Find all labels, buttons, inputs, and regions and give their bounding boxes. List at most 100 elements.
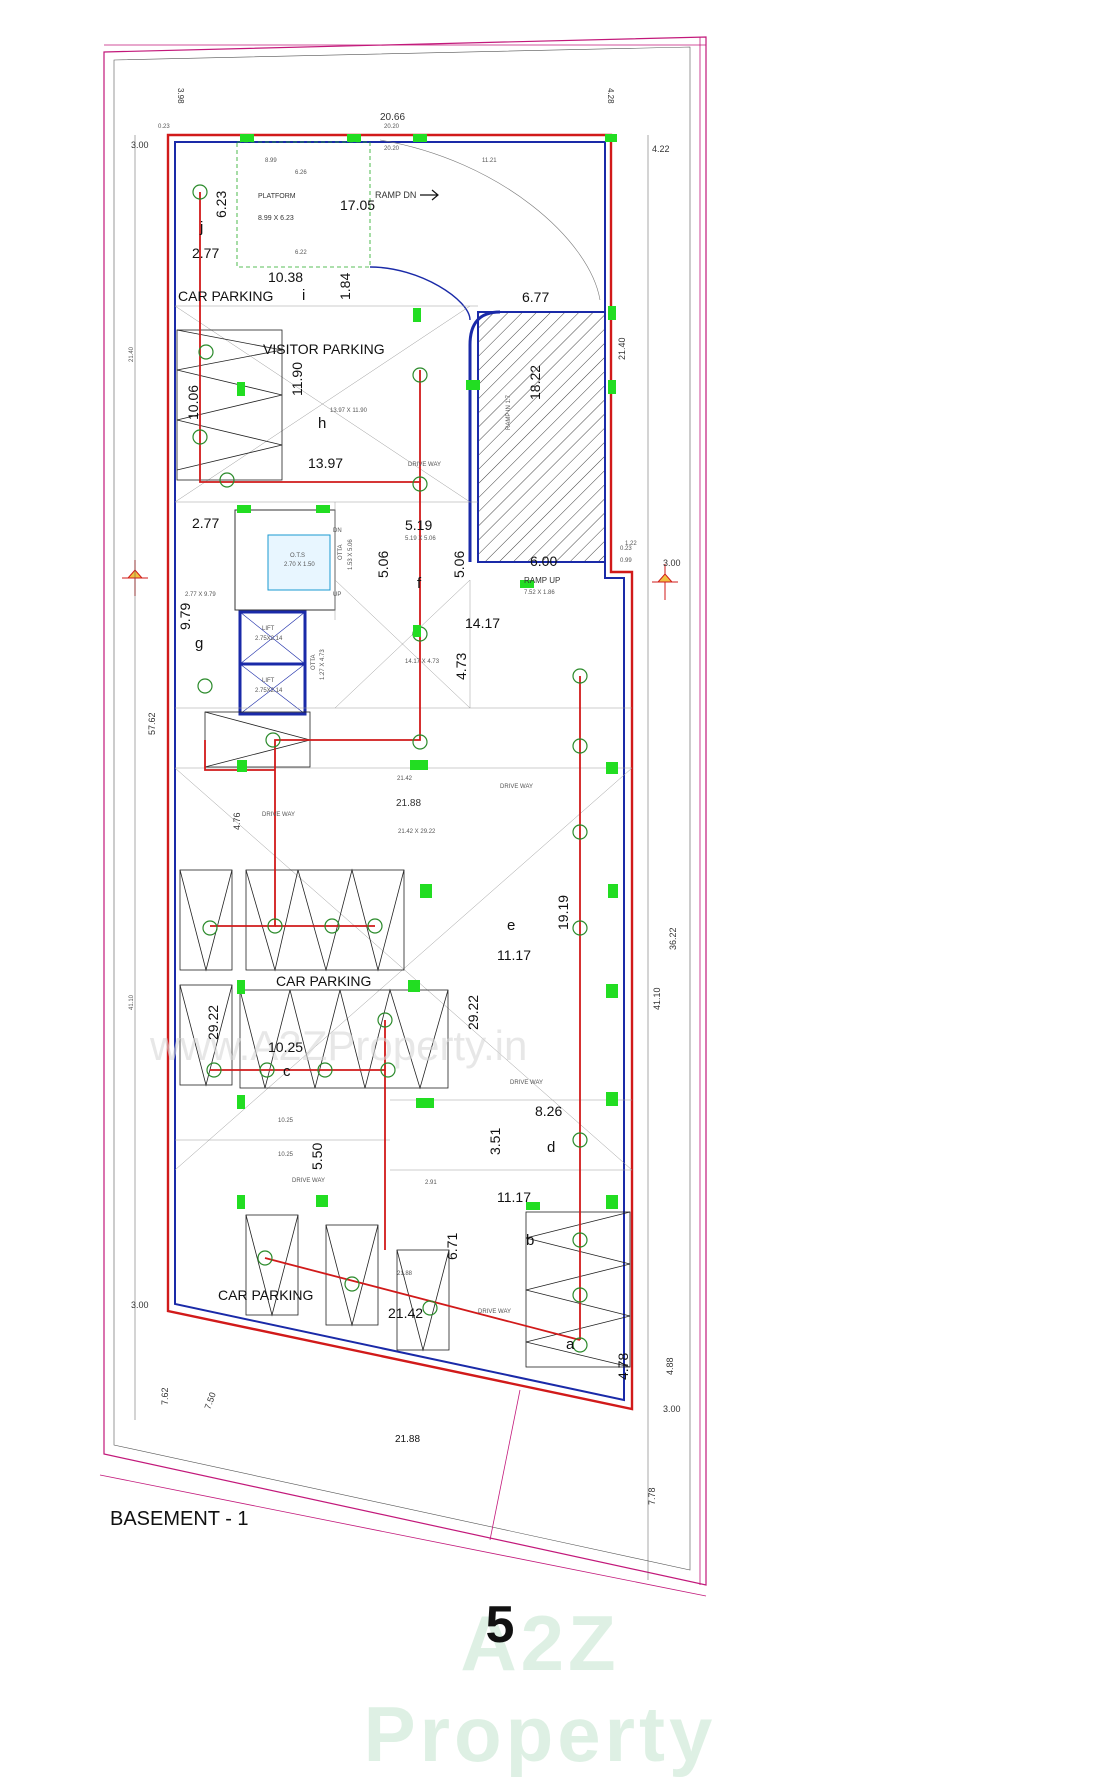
svg-text:2.77: 2.77 bbox=[192, 245, 219, 261]
svg-text:29.22: 29.22 bbox=[205, 1005, 221, 1040]
svg-text:10.25: 10.25 bbox=[278, 1118, 294, 1124]
svg-text:20.66: 20.66 bbox=[380, 112, 405, 123]
car-parking-top-label: CAR PARKING bbox=[178, 288, 273, 304]
drive-way-label-2: DRIVE WAY bbox=[500, 784, 533, 790]
ramp-dn-label: RAMP DN bbox=[375, 190, 416, 200]
svg-text:3.98: 3.98 bbox=[176, 88, 185, 104]
ramp-curve-corner bbox=[468, 310, 501, 562]
lift-cross-4 bbox=[239, 663, 306, 715]
svg-text:21.88: 21.88 bbox=[396, 798, 421, 809]
watermark-url: www.A2ZProperty.in bbox=[149, 1022, 527, 1069]
svg-text:13.97: 13.97 bbox=[308, 455, 343, 471]
svg-text:7.78: 7.78 bbox=[647, 1487, 657, 1505]
dimension-labels: 20.66 20.20 20.20 8.99 11.21 6.26 6.22 6… bbox=[129, 88, 681, 1505]
svg-text:21.88: 21.88 bbox=[395, 1434, 420, 1445]
plan-title: BASEMENT - 1 bbox=[110, 1508, 249, 1530]
ots-shaft bbox=[267, 534, 331, 591]
bottom-dim-line bbox=[99, 1474, 707, 1597]
svg-text:6.71: 6.71 bbox=[444, 1233, 460, 1260]
ramp-hatched bbox=[477, 311, 606, 563]
lift-2-label: LIFT bbox=[262, 678, 275, 684]
svg-text:1.22: 1.22 bbox=[625, 541, 637, 547]
lift-2-size-label: 2.75X2.14 bbox=[255, 688, 283, 694]
zone-f: f bbox=[417, 575, 422, 592]
car-parking-bottom-label: CAR PARKING bbox=[218, 1287, 313, 1303]
svg-text:9.79: 9.79 bbox=[177, 603, 193, 630]
svg-text:21.88: 21.88 bbox=[397, 1271, 413, 1277]
svg-text:10.25: 10.25 bbox=[278, 1152, 294, 1158]
svg-text:6.00: 6.00 bbox=[530, 553, 557, 569]
svg-text:17.05: 17.05 bbox=[340, 197, 375, 213]
svg-text:3.00: 3.00 bbox=[663, 558, 681, 568]
svg-text:4.73: 4.73 bbox=[453, 653, 469, 680]
svg-text:11.17: 11.17 bbox=[497, 947, 531, 963]
svg-text:11.90: 11.90 bbox=[289, 362, 305, 396]
sensor-symbols bbox=[192, 184, 588, 1353]
lift-2 bbox=[238, 662, 307, 716]
svg-text:4.22: 4.22 bbox=[652, 144, 670, 154]
zone-b: b bbox=[526, 1232, 534, 1249]
basement-floor-plan: PLATFORM 8.99 X 6.23 RAMP DN CAR PARKING… bbox=[99, 36, 707, 1597]
svg-text:5.50: 5.50 bbox=[309, 1143, 325, 1170]
ramp-up-label: RAMP UP bbox=[524, 576, 560, 585]
svg-text:3.51: 3.51 bbox=[487, 1128, 503, 1155]
svg-text:11.21: 11.21 bbox=[482, 158, 497, 164]
svg-text:3.00: 3.00 bbox=[131, 140, 149, 150]
ramp-curve-outer bbox=[379, 139, 601, 301]
green-markers bbox=[237, 134, 618, 1210]
svg-text:6.26: 6.26 bbox=[295, 170, 307, 176]
svg-text:10.25: 10.25 bbox=[268, 1039, 303, 1055]
otta2-label: OTTA bbox=[311, 654, 317, 670]
f2-size-label: 14.17 X 4.73 bbox=[405, 659, 440, 665]
svg-text:0.23: 0.23 bbox=[158, 124, 170, 130]
ramp-dn-arrow-icon bbox=[420, 189, 439, 201]
svg-text:21.42: 21.42 bbox=[397, 776, 413, 782]
otta-label: OTTA bbox=[338, 544, 344, 560]
svg-text:18.22: 18.22 bbox=[527, 365, 543, 400]
page-number: 5 bbox=[485, 1596, 515, 1654]
svg-text:4.76: 4.76 bbox=[232, 812, 242, 830]
ots-label: O.T.S bbox=[290, 553, 305, 559]
svg-text:41.10: 41.10 bbox=[652, 987, 662, 1010]
svg-text:14.17: 14.17 bbox=[465, 615, 500, 631]
drive-way-label-3: DRIVE WAY bbox=[262, 812, 295, 818]
drive-way-label-5: DRIVE WAY bbox=[292, 1178, 325, 1184]
parking-stalls bbox=[176, 329, 631, 1368]
svg-text:7.50: 7.50 bbox=[202, 1391, 217, 1411]
up-label: UP bbox=[333, 592, 341, 598]
watermark-logo: A2Z Property bbox=[363, 1599, 717, 1778]
ramp-down-curve bbox=[369, 266, 471, 321]
svg-text:4.88: 4.88 bbox=[665, 1357, 675, 1375]
dn-label: DN bbox=[333, 528, 342, 534]
svg-text:4.78: 4.78 bbox=[615, 1353, 631, 1380]
svg-text:8.26: 8.26 bbox=[535, 1103, 562, 1119]
lift-cross-2 bbox=[239, 611, 306, 665]
svg-text:5.06: 5.06 bbox=[451, 551, 467, 578]
zone-e: e bbox=[507, 917, 515, 934]
ramp-up-size-label: 7.52 X 1.86 bbox=[524, 590, 555, 596]
svg-text:20.20: 20.20 bbox=[384, 124, 400, 130]
zone-h: h bbox=[318, 415, 326, 432]
svg-text:7.62: 7.62 bbox=[160, 1387, 170, 1405]
drainage-pipes bbox=[199, 192, 581, 1341]
zone-j: j bbox=[199, 219, 203, 236]
ots-size-label: 2.70 X 1.50 bbox=[284, 562, 315, 568]
platform-label: PLATFORM bbox=[258, 193, 296, 200]
zone-a: a bbox=[566, 1336, 575, 1353]
zone-i: i bbox=[302, 287, 305, 304]
svg-text:20.20: 20.20 bbox=[384, 146, 400, 152]
svg-text:10.38: 10.38 bbox=[268, 269, 303, 285]
svg-text:0.23: 0.23 bbox=[620, 546, 632, 552]
svg-text:0.99: 0.99 bbox=[620, 558, 632, 564]
drive-way-label-4: DRIVE WAY bbox=[510, 1080, 543, 1086]
lift-1-label: LIFT bbox=[262, 626, 275, 632]
ramp-side-label: RAMP IN 1:7 bbox=[506, 394, 512, 430]
drive-way-label-6: DRIVE WAY bbox=[478, 1309, 511, 1315]
svg-text:57.62: 57.62 bbox=[147, 712, 157, 735]
e-size-label: 21.42 X 29.22 bbox=[398, 829, 436, 835]
svg-text:41.10: 41.10 bbox=[129, 994, 135, 1010]
svg-text:3.00: 3.00 bbox=[131, 1300, 149, 1310]
svg-text:4.28: 4.28 bbox=[606, 88, 615, 104]
platform-area bbox=[236, 141, 371, 268]
car-parking-mid-label: CAR PARKING bbox=[276, 973, 371, 989]
